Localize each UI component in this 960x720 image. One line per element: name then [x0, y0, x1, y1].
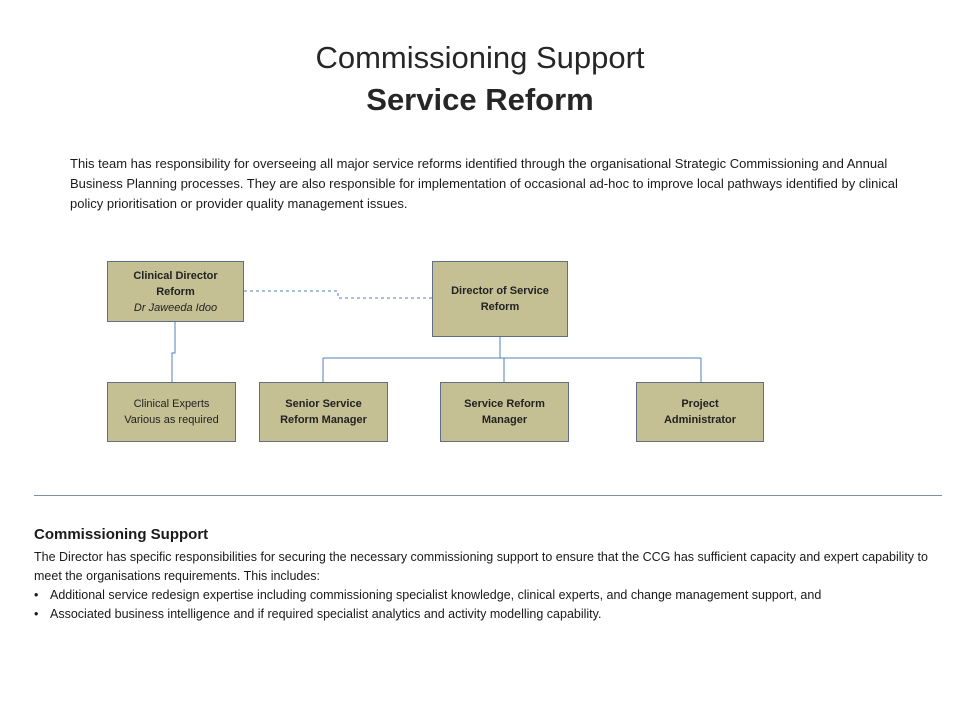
list-item: • Associated business intelligence and i…: [34, 605, 934, 624]
senior-manager-line-1: Senior Service: [285, 398, 362, 410]
commissioning-support-text: The Director has specific responsibiliti…: [34, 550, 928, 583]
project-admin-line-1: Project: [681, 398, 719, 410]
clinical-experts-box: Clinical Experts Various as required: [107, 382, 236, 442]
commissioning-support-list: • Additional service redesign expertise …: [34, 586, 934, 624]
director-title-2: Reform: [480, 301, 520, 313]
director-title-1: Director of Service: [451, 285, 549, 297]
intro-paragraph: This team has responsibility for oversee…: [70, 156, 898, 211]
list-item-text: Associated business intelligence and if …: [50, 607, 602, 621]
reform-manager-box: Service Reform Manager: [440, 382, 569, 442]
section-divider: [34, 495, 942, 496]
commissioning-support-heading: Commissioning Support: [34, 526, 209, 543]
list-item: • Additional service redesign expertise …: [34, 586, 934, 605]
clinical-experts-line-1: Clinical Experts: [133, 398, 210, 410]
project-admin-line-2: Administrator: [663, 414, 737, 426]
senior-manager-line-2: Reform Manager: [280, 414, 367, 426]
page-subtitle: Service Reform: [366, 82, 594, 117]
senior-manager-box: Senior Service Reform Manager: [259, 382, 388, 442]
page-title: Commissioning Support: [315, 40, 645, 75]
clinical-experts-line-2: Various as required: [124, 414, 219, 426]
reform-manager-line-2: Manager: [481, 414, 528, 426]
project-admin-box: Project Administrator: [636, 382, 764, 442]
clinical-director-title-1: Clinical Director: [133, 269, 218, 282]
clinical-director-name: Dr Jaweeda Idoo: [133, 301, 218, 314]
dashed-link: [244, 290, 432, 299]
connector-clinical: [171, 322, 176, 382]
clinical-director-title-2: Reform: [156, 285, 195, 298]
connector-director: [499, 337, 503, 359]
clinical-director-box: Clinical Director Reform Dr Jaweeda Idoo: [107, 261, 244, 322]
list-item-text: Additional service redesign expertise in…: [50, 588, 822, 602]
bullet-icon: •: [34, 588, 39, 602]
director-box: Director of Service Reform: [432, 261, 568, 337]
bullet-icon: •: [34, 607, 39, 621]
reform-manager-line-1: Service Reform: [464, 398, 545, 410]
